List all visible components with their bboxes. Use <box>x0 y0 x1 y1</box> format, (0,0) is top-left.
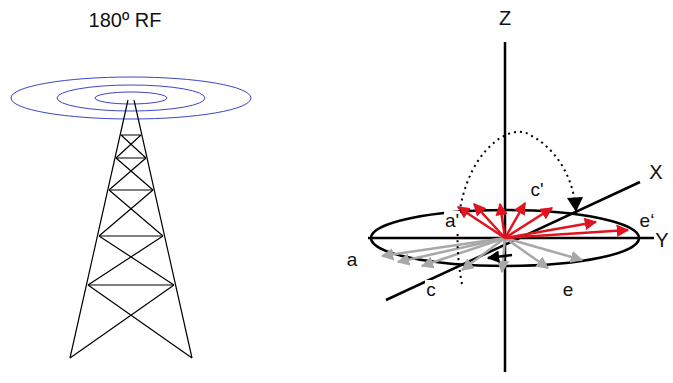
vector-label: a' <box>444 211 460 232</box>
refocusing-vectors <box>458 203 628 238</box>
vector-label: e <box>562 280 575 301</box>
vector-label: c' <box>529 180 544 201</box>
dephased-vectors <box>382 238 582 272</box>
vector-label: e‘ <box>639 211 656 232</box>
vector-label: a <box>346 250 359 271</box>
vector-label: c <box>425 280 437 301</box>
title-label: 180º RF <box>88 9 163 31</box>
axes <box>368 42 658 372</box>
axis-label: Z <box>498 7 512 29</box>
axis-label: X <box>648 161 663 183</box>
flip-arc-head <box>567 197 583 212</box>
rf-waves <box>11 77 251 119</box>
radio-tower <box>70 100 192 358</box>
flip-arc <box>458 132 575 284</box>
rotation-arrow <box>488 255 512 258</box>
axis-label: Y <box>654 229 669 251</box>
